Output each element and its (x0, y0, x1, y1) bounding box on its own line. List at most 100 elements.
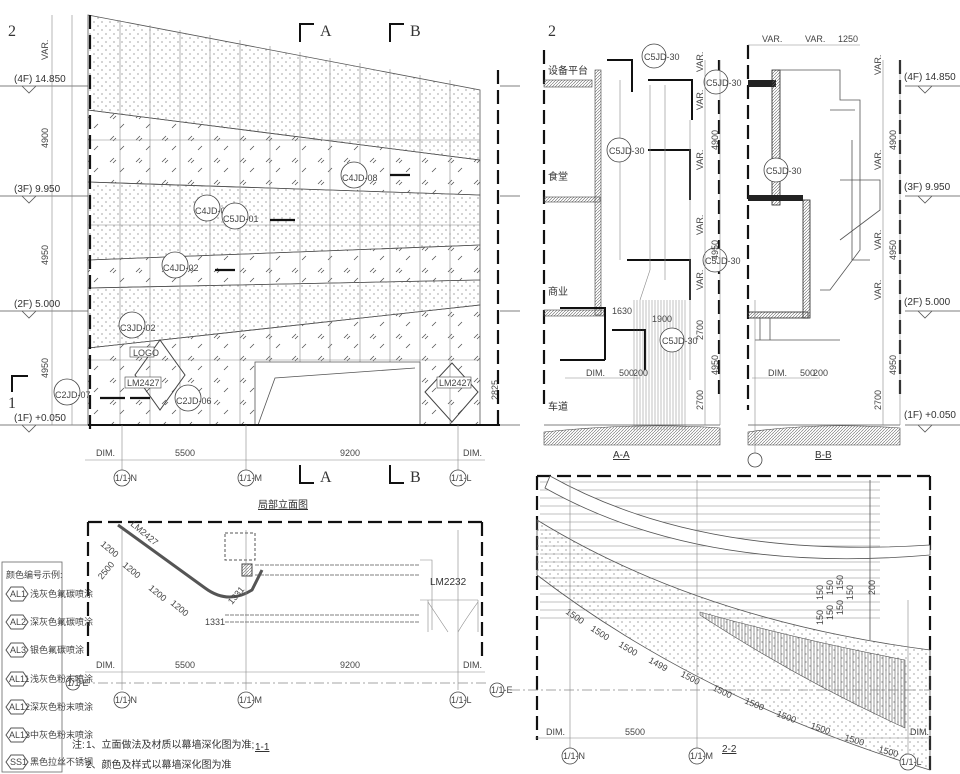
view-title: 1-1 (255, 742, 270, 753)
spacing-dims: 150 150 150 150 150 150 150 200 (815, 575, 877, 625)
section-b-b: VAR. VAR. 1250 C5JD-30 VAR. 4900 VAR. 49… (746, 34, 960, 468)
material-tag: C4JD-01 (195, 206, 231, 216)
grid-bubble: 1/1-N (115, 473, 137, 483)
dim-label: 150 (835, 600, 845, 615)
section-mark-label: B (410, 23, 421, 40)
section-mark-1 (11, 375, 28, 392)
dim-label: DIM. (768, 368, 787, 378)
dim-label: 1331 (205, 617, 225, 627)
dim-label: 2700 (695, 390, 705, 410)
grid-bubble: 1/1-E (491, 685, 513, 695)
corner-mark: 2 (8, 23, 16, 40)
level-label: (2F) 5.000 (904, 297, 951, 308)
material-tag: C5JD-30 (706, 78, 742, 88)
room-label: 食堂 (548, 170, 568, 183)
dim-label: 1200 (169, 598, 191, 619)
dim-label: 200 (867, 580, 877, 595)
dim-label: 5500 (175, 660, 195, 670)
level-label: (3F) 9.950 (904, 182, 951, 193)
note-item: 1、立面做法及材质以幕墙深化图为准; (86, 738, 254, 751)
dim-label: 9200 (340, 448, 360, 458)
dim-label: VAR. (695, 215, 705, 235)
svg-text:银色氟碳喷涂: 银色氟碳喷涂 (30, 644, 84, 655)
dim-label: 4950 (710, 240, 720, 260)
level-label: (1F) +0.050 (14, 413, 66, 424)
section-a-a: 2 设备平台 食堂 商业 车道 C5JD-30 C5JD-30 C5JD-30 … (542, 23, 742, 461)
level-label: (4F) 14.850 (904, 72, 956, 83)
dim-label: 4900 (40, 128, 50, 148)
dim-label: DIM. (463, 660, 482, 670)
dim-label: 4900 (710, 130, 720, 150)
svg-text:深灰色氟碳喷涂: 深灰色氟碳喷涂 (30, 616, 93, 627)
level-lines (0, 15, 520, 433)
legend-title: 颜色编号示例: (6, 569, 63, 580)
material-tag: C3JD-02 (120, 323, 156, 333)
dim-label: VAR. (873, 150, 883, 170)
grid-bubble: 1/1-M (239, 473, 262, 483)
dim-label: DIM. (96, 448, 115, 458)
corner-mark: 1 (8, 395, 16, 412)
dim-label: 4950 (710, 355, 720, 375)
dim-label: 1250 (838, 34, 858, 44)
svg-text:AL1: AL1 (10, 589, 26, 599)
room-label: 设备平台 (548, 64, 588, 77)
note-item: 2、颜色及样式以幕墙深化图为准 (86, 758, 232, 771)
plan-2-2: 1500 1500 1500 1499 1500 1500 1500 1500 … (489, 474, 932, 771)
dim-label: VAR. (873, 280, 883, 300)
material-tag: C2JD-06 (176, 396, 212, 406)
dim-label: 2700 (873, 390, 883, 410)
svg-text:SS1: SS1 (10, 757, 27, 767)
mullions (88, 20, 480, 425)
dim-label: 1200 (99, 539, 121, 560)
door-symbol (424, 362, 479, 423)
dim-label: VAR. (762, 34, 782, 44)
svg-text:中灰色粉末喷涂: 中灰色粉末喷涂 (30, 729, 93, 740)
dim-label: 500 (800, 368, 815, 378)
material-tag: C4JD-08 (342, 173, 378, 183)
dim-label: 500 (619, 368, 634, 378)
dim-label: VAR. (695, 150, 705, 170)
svg-text:黑色拉丝不锈钢: 黑色拉丝不锈钢 (30, 756, 93, 767)
grid-bubble: 1/1-N (563, 751, 585, 761)
room-label: 商业 (548, 285, 568, 298)
logo-tag: LOGO (133, 348, 159, 358)
dim-label: 5500 (175, 448, 195, 458)
elevation-view: 2 1 (4F) 14.850 (3F) 9.950 (2F) 5.000 (1… (0, 14, 520, 511)
legend-item: AL2 深灰色氟碳喷涂 (5, 614, 93, 630)
view-title: 局部立面图 (258, 498, 308, 511)
dim-label: DIM. (586, 368, 605, 378)
material-tag: C5JD-30 (705, 256, 741, 266)
dim-label: VAR. (695, 270, 705, 290)
view-title: A-A (613, 450, 630, 461)
level-label: (1F) +0.050 (904, 410, 956, 421)
grid-bubble: 1/1-M (690, 751, 713, 761)
section-mark-label: A (320, 469, 332, 486)
dim-label: VAR. (805, 34, 825, 44)
svg-text:AL2: AL2 (10, 617, 26, 627)
corner-mark: 2 (548, 23, 556, 40)
material-tag: C5JD-30 (644, 52, 680, 62)
svg-text:AL13: AL13 (9, 730, 30, 740)
dim-label: 5500 (625, 727, 645, 737)
material-tag: C5JD-30 (662, 336, 698, 346)
level-label: (2F) 5.000 (14, 299, 61, 310)
dim-label: 1200 (147, 583, 169, 604)
level-label: (4F) 14.850 (14, 74, 66, 85)
dim-label: VAR. (695, 52, 705, 72)
dim-label: 150 (825, 605, 835, 620)
svg-text:AL3: AL3 (10, 645, 26, 655)
dim-label: 150 (835, 575, 845, 590)
dim-label: 1500 (589, 623, 611, 642)
entrance-opening (254, 361, 421, 426)
dim-label: DIM. (546, 727, 565, 737)
svg-text:AL11: AL11 (9, 674, 29, 684)
grid-bubble: 1/1-L (451, 695, 472, 705)
material-tag: C4JD-02 (163, 263, 199, 273)
door-tag: LM2427 (439, 378, 472, 388)
dim-label: 4950 (888, 240, 898, 260)
dim-label: DIM. (463, 448, 482, 458)
